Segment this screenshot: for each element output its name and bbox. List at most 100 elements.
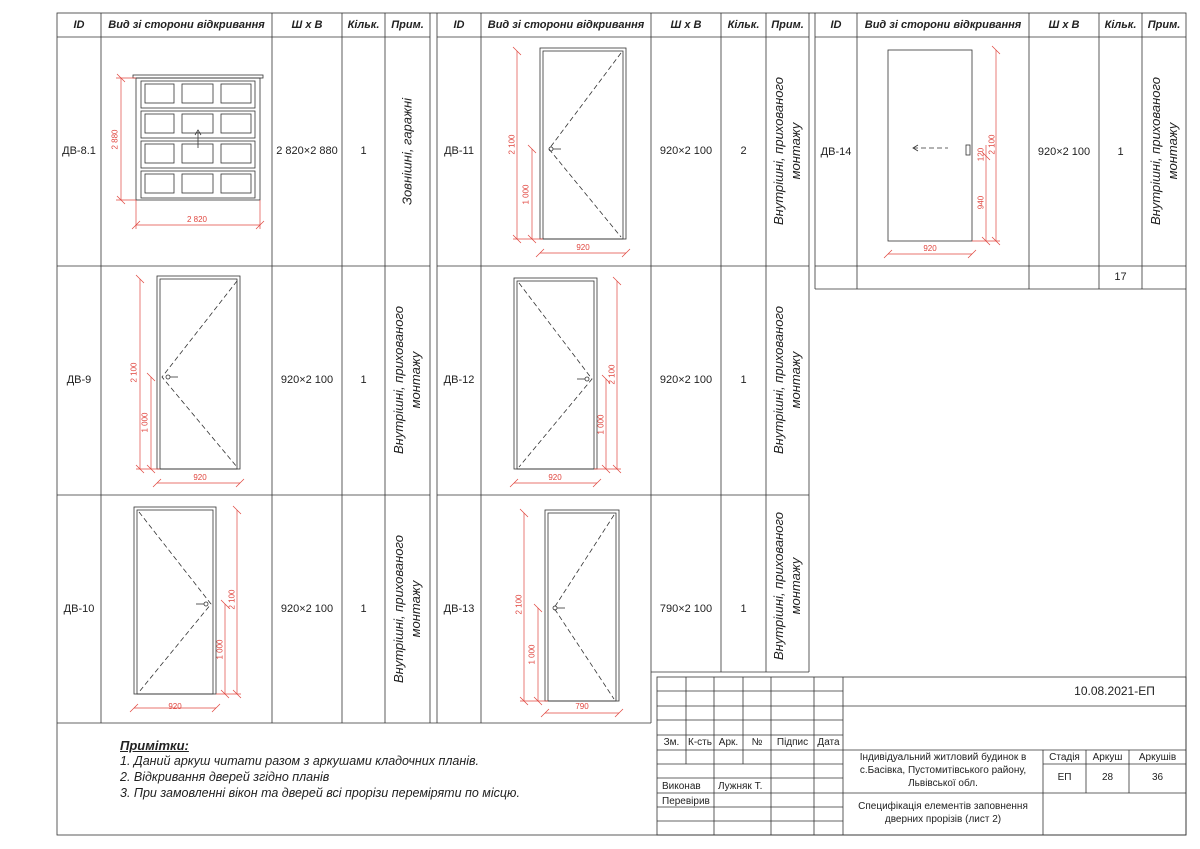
door-size: 920×2 100 <box>1037 146 1091 158</box>
dim-lines-dv-10 <box>129 505 242 713</box>
dim-lines-dv-11 <box>512 46 631 258</box>
tb-col-qty: К-сть <box>688 737 712 748</box>
dim-label-height-handle: 1 000 <box>596 414 606 435</box>
dim-label-height-handle: 1 000 <box>215 639 225 660</box>
header-qty-2: Кільк. <box>727 19 760 31</box>
door-note: Внутрішні, прихованого монтажу <box>1148 77 1180 225</box>
door-id: ДВ-10 <box>63 603 95 615</box>
tb-project-line-2: с.Басівка, Пустомитівського району, <box>859 765 1027 776</box>
header-qty-1: Кільк. <box>347 19 380 31</box>
dim-label-width: 920 <box>576 243 590 252</box>
header-note-3: Прим. <box>1147 19 1181 31</box>
door-note: Зовнішні, гаражні <box>399 97 415 206</box>
door-qty: 2 <box>740 145 747 157</box>
drawing-code: 10.08.2021-ЕП <box>1074 684 1155 698</box>
door-size: 2 820×2 880 <box>276 145 338 157</box>
title-block-grid <box>656 676 1187 836</box>
dim-label-handle-offset: 120 <box>976 147 986 162</box>
tb-col-signature: Підпис <box>776 737 809 748</box>
tb-checked-label: Перевірив <box>662 796 710 807</box>
note-line-2: 2. Відкривання дверей згідно планів <box>120 770 330 784</box>
dim-label-height-handle: 1 000 <box>521 184 531 205</box>
tb-sheets: 36 <box>1151 772 1164 783</box>
dim-lines-dv-8-1 <box>116 73 265 230</box>
header-size-2: Ш х В <box>670 19 702 31</box>
notes-title: Примітки: <box>120 738 189 753</box>
tb-col-number: № <box>751 737 763 748</box>
door-size: 920×2 100 <box>280 374 334 386</box>
door-id: ДВ-13 <box>443 603 475 615</box>
dim-label-height: 2 100 <box>507 134 517 155</box>
door-id: ДВ-9 <box>66 374 92 386</box>
tb-executed-name: Лужняк Т. <box>718 781 763 792</box>
door-drawing-dv-14 <box>887 49 973 242</box>
door-drawing-dv-8-1 <box>132 74 264 201</box>
header-view-2: Вид зі сторони відкривання <box>487 19 645 31</box>
header-size-1: Ш х В <box>291 19 323 31</box>
dim-label-height: 2 880 <box>110 129 120 150</box>
dim-label-height: 2 100 <box>129 362 139 383</box>
tb-project-line-3: Львівської обл. <box>908 778 978 789</box>
door-qty: 1 <box>1117 146 1124 158</box>
dim-label-width: 920 <box>548 473 562 482</box>
tb-stage-label: Стадія <box>1049 752 1080 763</box>
door-drawing-dv-13 <box>544 509 620 702</box>
dim-label-height: 2 100 <box>227 589 237 610</box>
dim-lines-dv-14 <box>883 45 1001 259</box>
dim-label-height: 2 100 <box>607 364 617 385</box>
door-id: ДВ-8.1 <box>62 145 96 157</box>
door-qty: 1 <box>740 603 747 615</box>
tb-col-date: Дата <box>817 737 840 748</box>
door-note: Внутрішні, прихованого монтажу <box>771 77 803 225</box>
door-drawing-dv-11 <box>539 47 627 240</box>
door-qty: 1 <box>740 374 747 386</box>
door-note: Внутрішні, прихованого монтажу <box>391 306 423 454</box>
tb-sheets-label: Аркушів <box>1138 752 1177 763</box>
header-view-3: Вид зі сторони відкривання <box>864 19 1022 31</box>
table-grid <box>56 12 1187 836</box>
door-note: Внутрішні, прихованого монтажу <box>391 535 423 683</box>
tb-stage: ЕП <box>1057 772 1072 783</box>
door-qty: 1 <box>360 374 367 386</box>
dim-label-height-handle: 1 000 <box>527 644 537 665</box>
header-view-1: Вид зі сторони відкривання <box>108 19 265 31</box>
tb-col-change: Зм. <box>663 737 680 748</box>
door-drawing-dv-12 <box>513 277 598 470</box>
dim-label-height-handle: 940 <box>976 195 986 210</box>
header-note-2: Прим. <box>771 19 804 31</box>
door-size: 920×2 100 <box>659 145 713 157</box>
tb-executed-label: Виконав <box>662 781 701 792</box>
dim-lines-dv-13 <box>519 508 624 718</box>
tb-sheet-label: Аркуш <box>1092 752 1123 763</box>
tb-col-sheet: Арк. <box>718 737 739 748</box>
dim-label-width: 2 820 <box>186 215 208 224</box>
header-qty-3: Кільк. <box>1104 19 1137 31</box>
header-id-1: ID <box>73 19 85 31</box>
door-id: ДВ-12 <box>443 374 475 386</box>
sheet-frame <box>56 12 1187 836</box>
door-note: Внутрішні, прихованого монтажу <box>771 306 803 454</box>
door-note: Внутрішні, прихованого монтажу <box>771 512 803 660</box>
tb-project-line-1: Індивідуальний житловий будинок в <box>859 752 1027 763</box>
door-qty: 1 <box>360 145 367 157</box>
header-note-1: Прим. <box>391 19 424 31</box>
door-drawing-dv-10 <box>133 506 217 695</box>
door-size: 920×2 100 <box>280 603 334 615</box>
door-drawing-dv-9 <box>156 275 241 470</box>
door-size: 790×2 100 <box>659 603 713 615</box>
dim-lines-dv-9 <box>135 274 245 488</box>
door-size: 920×2 100 <box>659 374 713 386</box>
dim-label-height: 2 100 <box>514 594 524 615</box>
note-line-3: 3. При замовленні вікон та дверей всі пр… <box>120 786 520 800</box>
dim-label-height-handle: 1 000 <box>140 412 150 433</box>
total-qty: 17 <box>1114 271 1127 283</box>
note-line-1: 1. Даний аркуш читати разом з аркушами к… <box>120 754 480 768</box>
dim-label-width: 920 <box>923 244 937 253</box>
door-id: ДВ-11 <box>444 145 474 157</box>
tb-sheet-title-1: Специфікація елементів заповнення <box>858 801 1028 812</box>
header-id-2: ID <box>453 19 465 31</box>
door-qty: 1 <box>360 603 367 615</box>
dim-label-height: 2 100 <box>987 134 997 155</box>
header-id-3: ID <box>830 19 842 31</box>
